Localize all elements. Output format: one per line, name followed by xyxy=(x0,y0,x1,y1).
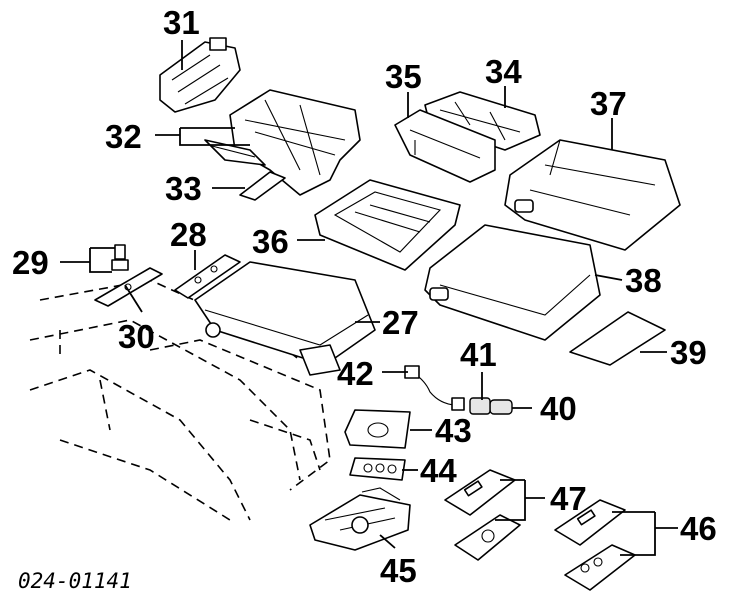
part-38-cover xyxy=(424,224,601,341)
leader-lines xyxy=(60,40,678,556)
callout-43: 43 xyxy=(435,412,472,449)
part-29-clip xyxy=(111,244,129,271)
callout-33: 33 xyxy=(165,170,202,207)
callout-47: 47 xyxy=(550,480,587,517)
part-33-strip xyxy=(239,171,286,201)
callout-27: 27 xyxy=(382,304,419,341)
part-37-lid xyxy=(504,139,681,251)
part-43-bezel xyxy=(344,409,411,449)
part-31-bracket xyxy=(159,37,241,113)
callout-28: 28 xyxy=(170,216,207,253)
callout-42: 42 xyxy=(337,355,374,392)
callout-36: 36 xyxy=(252,223,289,260)
part-28-strip xyxy=(174,254,241,299)
callout-45: 45 xyxy=(380,552,417,589)
part-27-armrest xyxy=(194,261,376,376)
part-40-lighter xyxy=(489,399,513,415)
part-44-bezel xyxy=(349,457,406,481)
part-32-console-frame xyxy=(204,89,361,196)
part-46-panels xyxy=(554,499,636,591)
part-36-tray-frame xyxy=(314,179,461,271)
callout-30: 30 xyxy=(118,318,155,355)
part-47-panels xyxy=(444,469,521,561)
part-41-socket xyxy=(469,397,491,415)
part-45-ashtray xyxy=(309,487,411,551)
callout-38: 38 xyxy=(625,262,662,299)
callout-29: 29 xyxy=(12,244,49,281)
part-42-harness xyxy=(404,365,465,411)
callout-39: 39 xyxy=(670,334,707,371)
part-30-plate xyxy=(94,267,163,307)
callout-31: 31 xyxy=(163,4,200,41)
part-39-pad xyxy=(569,311,666,366)
callout-34: 34 xyxy=(485,53,522,90)
callout-44: 44 xyxy=(420,452,457,489)
callout-32: 32 xyxy=(105,118,142,155)
callout-labels: 31 32 33 35 34 37 28 36 29 38 30 27 39 4… xyxy=(12,4,717,589)
callout-41: 41 xyxy=(460,336,497,373)
reference-code: 024-01141 xyxy=(18,569,132,593)
callout-35: 35 xyxy=(385,58,422,95)
callout-46: 46 xyxy=(680,510,717,547)
part-35-box xyxy=(394,109,496,183)
callout-37: 37 xyxy=(590,85,627,122)
callout-40: 40 xyxy=(540,390,577,427)
